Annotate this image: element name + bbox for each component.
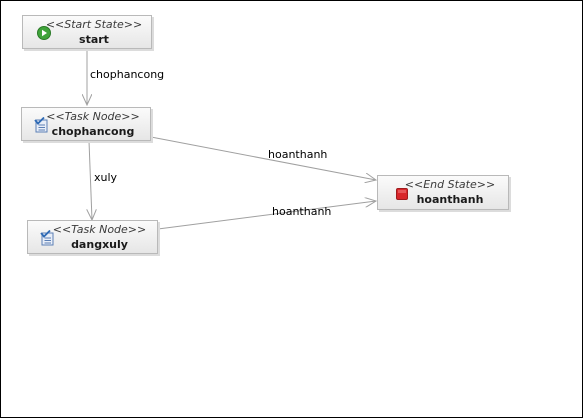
node-stereotype: <<End State>> — [404, 178, 496, 191]
node-name: dangxuly — [71, 238, 128, 251]
node-name: hoanthanh — [416, 193, 484, 206]
transition-label: chophancong — [90, 68, 165, 81]
node-name: chophancong — [51, 125, 135, 138]
node-stereotype: <<Task Node>> — [52, 223, 147, 236]
task-icon — [40, 229, 54, 246]
node-name: start — [79, 33, 109, 46]
end-state-node[interactable]: <<End State>> hoanthanh — [377, 175, 509, 210]
transition-chophancong-to-hoanthanh[interactable] — [150, 136, 376, 180]
transition-label: hoanthanh — [272, 205, 332, 218]
transition-label: xuly — [94, 171, 118, 184]
task-node-dangxuly[interactable]: <<Task Node>> dangxuly — [27, 220, 158, 254]
transition-label: hoanthanh — [268, 148, 328, 161]
node-stereotype: <<Start State>> — [45, 18, 143, 31]
transition-chophancong-to-dangxuly[interactable] — [89, 140, 92, 220]
play-icon — [37, 25, 51, 40]
task-node-chophancong[interactable]: <<Task Node>> chophancong — [21, 107, 151, 141]
stop-icon — [395, 186, 409, 200]
task-icon — [34, 116, 48, 133]
transition-dangxuly-to-hoanthanh[interactable] — [157, 201, 376, 230]
start-state-node[interactable]: <<Start State>> start — [22, 15, 152, 49]
node-stereotype: <<Task Node>> — [46, 110, 140, 123]
